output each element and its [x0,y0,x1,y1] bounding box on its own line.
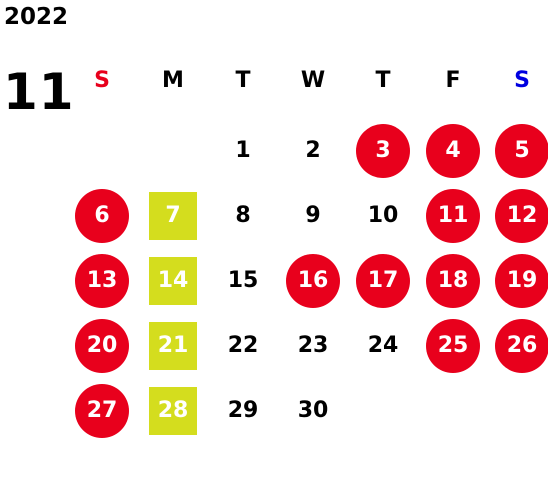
day-cell-highlighted[interactable]: 14 [149,257,197,305]
day-cell[interactable]: 24 [367,333,399,358]
day-cell-highlighted[interactable]: 21 [149,322,197,370]
day-cell-holiday[interactable]: 26 [495,319,548,373]
day-cell[interactable]: 1 [235,138,251,163]
day-cell-holiday[interactable]: 27 [75,384,129,438]
weekday-tue: T [235,68,251,93]
day-cell[interactable]: 8 [235,203,251,228]
day-cell[interactable]: 23 [297,333,329,358]
day-cell[interactable]: 2 [305,138,321,163]
weekday-thu: T [375,68,391,93]
day-cell-holiday[interactable]: 6 [75,189,129,243]
day-cell-holiday[interactable]: 13 [75,254,129,308]
day-cell[interactable]: 22 [227,333,259,358]
weekday-mon: M [162,68,184,93]
day-cell-holiday[interactable]: 17 [356,254,410,308]
day-cell-highlighted[interactable]: 28 [149,387,197,435]
weekday-fri: F [445,68,461,93]
day-cell[interactable]: 29 [227,398,259,423]
day-cell-holiday[interactable]: 4 [426,124,480,178]
day-cell-holiday[interactable]: 12 [495,189,548,243]
year-label: 2022 [4,4,69,30]
day-cell-holiday[interactable]: 11 [426,189,480,243]
day-cell-holiday[interactable]: 19 [495,254,548,308]
month-number: 11 [3,63,75,121]
day-cell[interactable]: 10 [367,203,399,228]
day-cell-holiday[interactable]: 16 [286,254,340,308]
day-cell[interactable]: 30 [297,398,329,423]
weekday-wed: W [300,68,326,93]
day-cell-highlighted[interactable]: 7 [149,192,197,240]
day-cell-holiday[interactable]: 3 [356,124,410,178]
weekday-sat: S [514,68,530,93]
day-cell[interactable]: 9 [305,203,321,228]
day-cell-holiday[interactable]: 20 [75,319,129,373]
day-cell-holiday[interactable]: 18 [426,254,480,308]
day-cell[interactable]: 15 [227,268,259,293]
weekday-sun: S [94,68,110,93]
day-cell-holiday[interactable]: 5 [495,124,548,178]
day-cell-holiday[interactable]: 25 [426,319,480,373]
